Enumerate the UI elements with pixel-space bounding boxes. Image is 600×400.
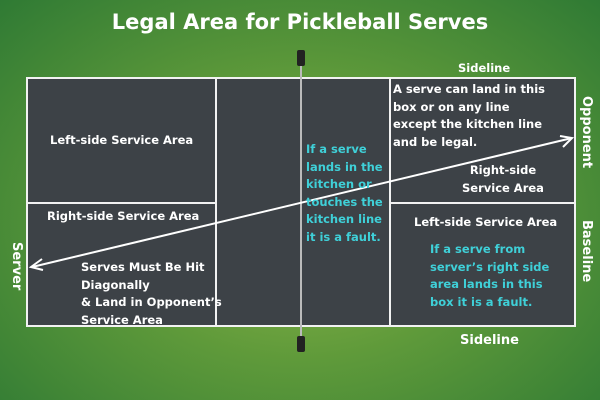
note-line: Diagonally [81, 277, 150, 292]
arrowhead-opponent [559, 135, 575, 148]
serve-arrow [31, 137, 573, 268]
kitchen-fault-note: If a serve lands in the kitchen or touch… [306, 141, 383, 246]
label-line: Right-side [469, 163, 537, 177]
server-label: Server [9, 242, 24, 291]
note-line: it is a fault. [306, 229, 381, 244]
wrong-box-fault-note: If a serve from server’s right side area… [430, 241, 549, 311]
net-post-bottom [297, 336, 305, 352]
note-line: A serve can land in this [393, 82, 546, 96]
opponent-left-service-area [389, 202, 576, 327]
note-line: If a serve from [430, 242, 526, 256]
sideline-bottom-label: Sideline [460, 333, 519, 348]
note-line: touches the [306, 194, 383, 209]
opponent-left-service-area-label: Left-side Service Area [414, 215, 558, 229]
note-line: lands in the [306, 159, 383, 174]
net-post-top [297, 50, 305, 66]
arrowhead-server [28, 258, 44, 271]
note-line: except the kitchen line [393, 117, 543, 131]
note-line: box or on any line [393, 99, 510, 114]
baseline-label: Baseline [579, 220, 594, 283]
serve-rule-note: Serves Must Be Hit Diagonally & Land in … [81, 259, 222, 329]
note-line: area lands in this [430, 277, 543, 291]
opponent-right-service-area-label: Right-side Service Area [462, 162, 544, 197]
note-line: Service Area [81, 312, 163, 327]
note-line: Serves Must Be Hit [81, 260, 205, 274]
legal-serve-note: A serve can land in this box or on any l… [393, 81, 545, 151]
note-line: If a serve [306, 142, 367, 156]
server-right-service-area [26, 202, 217, 327]
diagram-title: Legal Area for Pickleball Serves [111, 10, 489, 34]
server-right-service-area-label: Right-side Service Area [47, 209, 200, 223]
label-line: Service Area [462, 180, 544, 195]
note-line: & Land in Opponent’s [81, 295, 222, 309]
opponent-label: Opponent [579, 96, 594, 169]
server-left-service-area-label: Left-side Service Area [50, 133, 194, 147]
note-line: kitchen or [306, 177, 372, 191]
note-line: and be legal. [393, 134, 478, 149]
note-line: kitchen line [306, 212, 382, 226]
note-line: server’s right side [430, 259, 550, 274]
sideline-top-label: Sideline [458, 61, 511, 75]
note-line: box it is a fault. [430, 294, 533, 309]
